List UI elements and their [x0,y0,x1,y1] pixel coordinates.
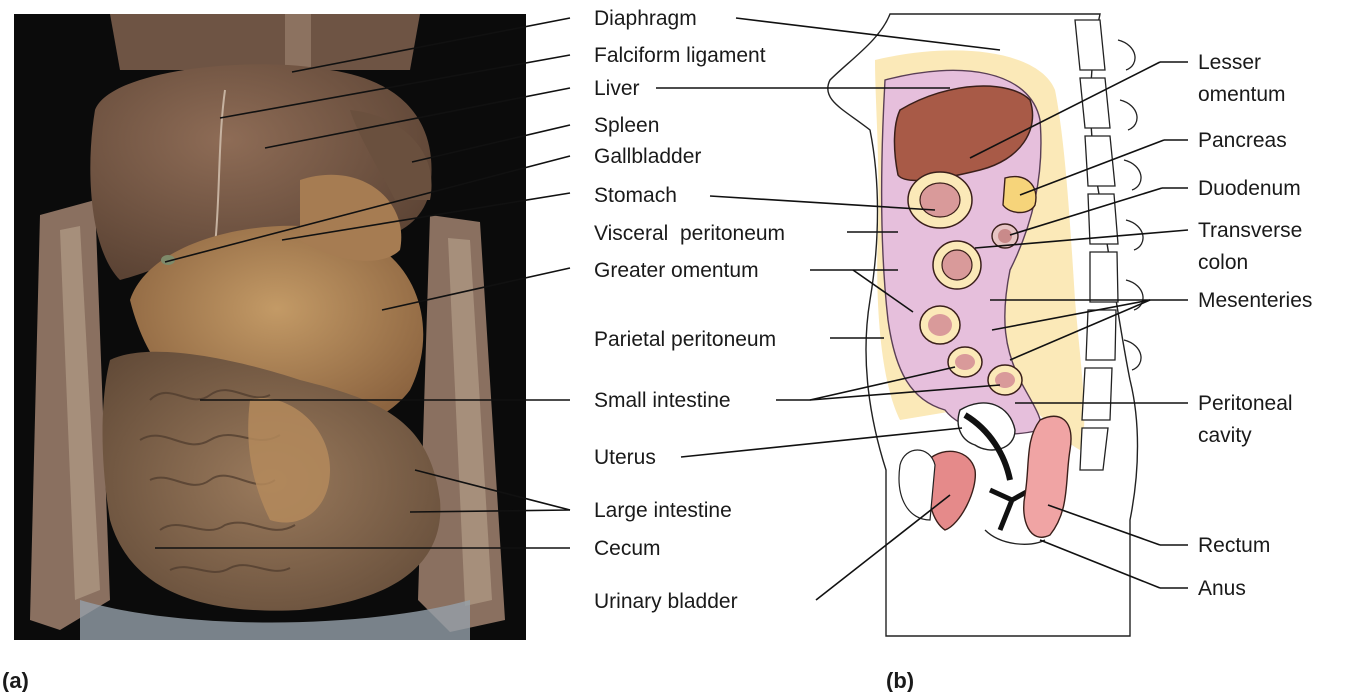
label-peritoneal-cavity-line1: Peritoneal [1198,392,1293,415]
panel-a-photo [14,14,526,640]
label-large-intestine: Large intestine [594,499,732,522]
label-mesenteries: Mesenteries [1198,289,1312,312]
panel-label-a: (a) [2,668,29,692]
label-liver: Liver [594,77,640,100]
label-anus: Anus [1198,577,1246,600]
panel-label-b: (b) [886,668,914,692]
label-urinary-bladder: Urinary bladder [594,590,738,613]
label-rectum: Rectum [1198,534,1270,557]
label-small-intestine: Small intestine [594,389,731,412]
label-uterus: Uterus [594,446,656,469]
label-pancreas: Pancreas [1198,129,1287,152]
label-falciform-ligament: Falciform ligament [594,44,766,67]
label-diaphragm: Diaphragm [594,7,697,30]
panel-b-diagram [828,14,1143,636]
label-transverse-colon-line2: colon [1198,251,1248,274]
label-visceral-peritoneum: Visceral peritoneum [594,222,785,245]
label-lesser-omentum-line1: Lesser [1198,51,1261,74]
label-greater-omentum: Greater omentum [594,259,759,282]
label-duodenum: Duodenum [1198,177,1301,200]
label-peritoneal-cavity-line2: cavity [1198,424,1252,447]
label-stomach: Stomach [594,184,677,207]
label-cecum: Cecum [594,537,661,560]
label-transverse-colon-line1: Transverse [1198,219,1302,242]
label-spleen: Spleen [594,114,659,137]
label-parietal-peritoneum: Parietal peritoneum [594,328,776,351]
label-gallbladder: Gallbladder [594,145,701,168]
thoracic-region [110,14,420,70]
label-lesser-omentum-line2: omentum [1198,83,1286,106]
